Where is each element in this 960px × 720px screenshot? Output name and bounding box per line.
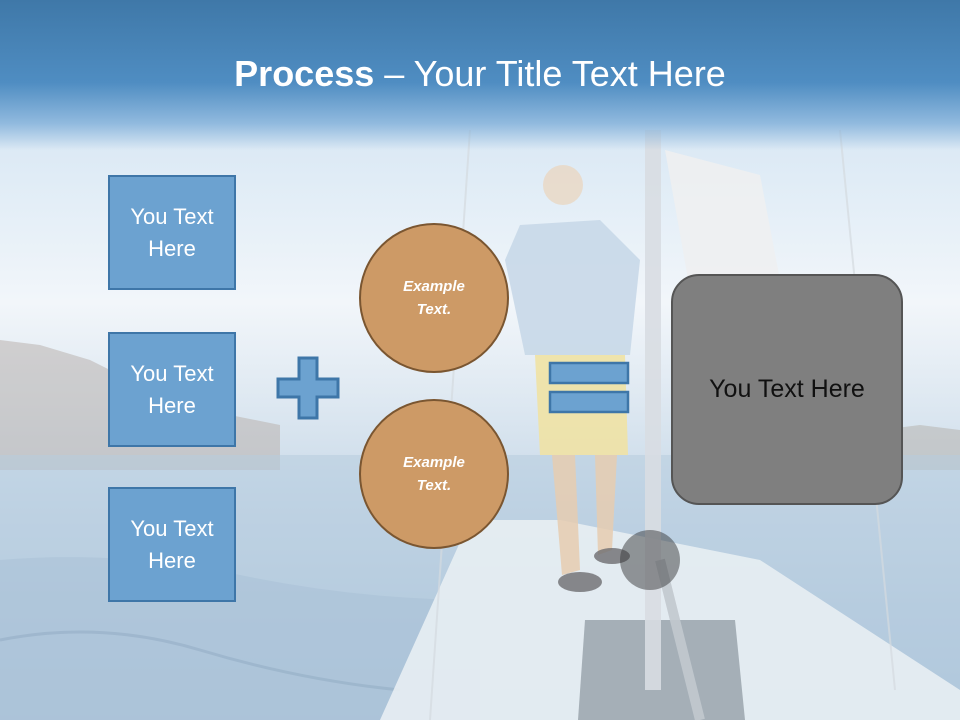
example-circle-2[interactable]: Example Text. <box>359 399 509 549</box>
text-box-2[interactable]: You Text Here <box>108 332 236 447</box>
plus-icon <box>276 356 340 420</box>
title-bar <box>0 0 960 150</box>
title-rest: Your Title Text Here <box>413 53 726 94</box>
text-box-2-label: You Text Here <box>130 360 214 418</box>
result-box-label: You Text Here <box>709 375 865 403</box>
equals-icon <box>548 361 630 414</box>
text-box-3-label: You Text Here <box>130 515 214 573</box>
slide-title: Process – Your Title Text Here <box>0 52 960 96</box>
text-box-1[interactable]: You Text Here <box>108 175 236 290</box>
result-box[interactable]: You Text Here <box>671 274 903 505</box>
example-circle-1-label: Example Text. <box>403 278 465 318</box>
title-dash: – <box>374 53 414 94</box>
example-circle-1[interactable]: Example Text. <box>359 223 509 373</box>
title-bold: Process <box>234 53 375 94</box>
text-box-3[interactable]: You Text Here <box>108 487 236 602</box>
text-box-1-label: You Text Here <box>130 203 214 261</box>
example-circle-2-label: Example Text. <box>403 454 465 494</box>
